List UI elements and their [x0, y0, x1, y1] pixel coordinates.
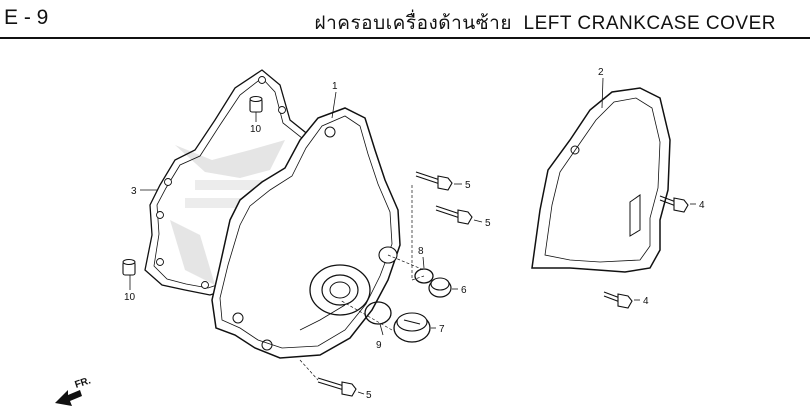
callout-7: 7 — [439, 324, 445, 335]
callout-2: 2 — [598, 67, 604, 78]
callout-4-upper: 4 — [699, 200, 705, 211]
title-english: LEFT CRANKCASE COVER — [523, 13, 776, 34]
callout-3: 3 — [131, 186, 137, 197]
dowel-pin-upper — [249, 96, 263, 113]
callout-1: 1 — [332, 81, 338, 92]
o-ring-large — [364, 301, 392, 325]
leader-lines — [129, 77, 696, 395]
watermark-logo — [170, 140, 285, 285]
callout-10-upper: 10 — [250, 124, 262, 135]
callouts: 1 2 3 4 4 5 5 5 6 7 8 9 10 10 — [124, 67, 705, 401]
callout-5-upper-2: 5 — [485, 218, 491, 229]
crankcase-cover — [211, 107, 401, 359]
callout-8: 8 — [418, 246, 424, 257]
callout-6: 6 — [461, 285, 467, 296]
front-direction-marker: FR. — [55, 375, 92, 406]
bolt-sprocket-lower — [603, 291, 633, 309]
bolt-upper-1 — [415, 171, 453, 191]
bolt-sprocket-upper — [659, 195, 689, 213]
callout-9: 9 — [376, 340, 382, 351]
bolt-lower — [317, 377, 357, 397]
page-title: ฝาครอบเครื่องด้านซ้าย LEFT CRANKCASE COV… — [314, 8, 776, 38]
title-thai: ฝาครอบเครื่องด้านซ้าย — [314, 13, 512, 34]
header-rule — [0, 37, 810, 39]
sprocket-cover — [531, 87, 671, 273]
dowel-pin-lower — [122, 259, 136, 276]
plug-large — [393, 312, 431, 343]
o-ring-small — [414, 268, 434, 284]
callout-5-upper-1: 5 — [465, 180, 471, 191]
bolt-upper-2 — [435, 205, 473, 225]
callout-4-lower: 4 — [643, 296, 649, 307]
plug-small — [428, 277, 452, 298]
section-code: E - 9 — [4, 6, 49, 29]
front-direction-label: FR. — [74, 375, 93, 391]
callout-10-lower: 10 — [124, 292, 136, 303]
alignment-lines — [299, 185, 425, 381]
callout-5-lower: 5 — [366, 390, 372, 401]
